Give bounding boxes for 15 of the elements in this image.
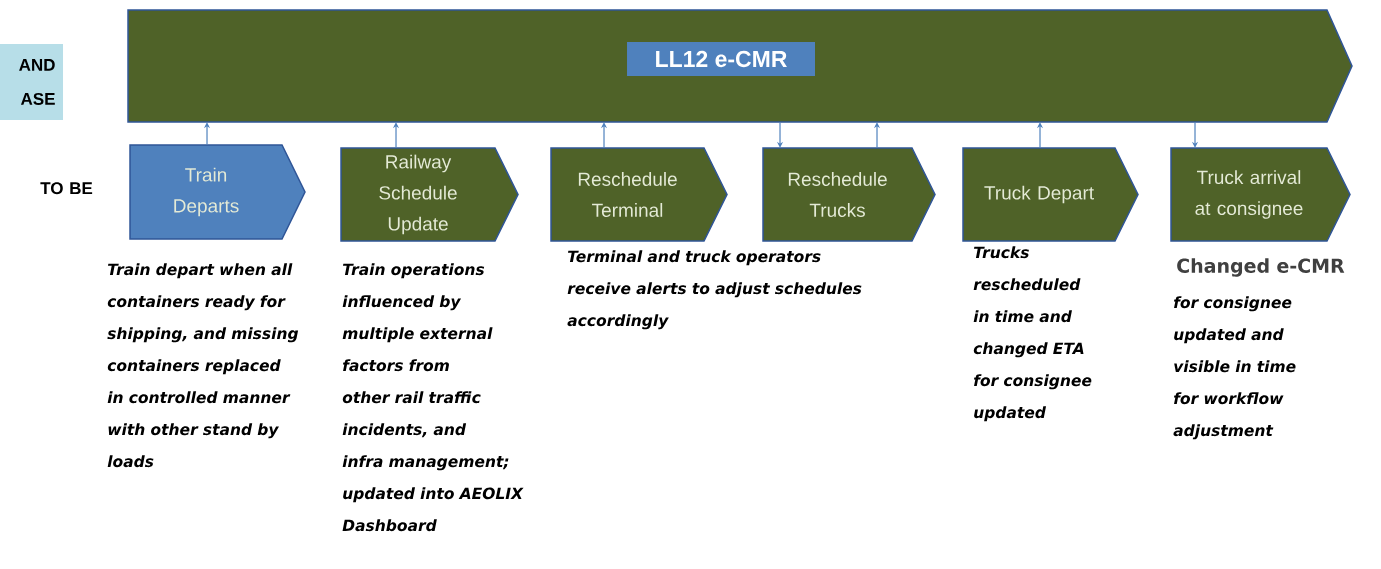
- chevron-box: Truck Depart: [962, 147, 1139, 242]
- description-text: for consignee updated and visible in time for workflow adjustment: [1173, 296, 1296, 440]
- chevron-box: Truck arrival at consignee: [1170, 147, 1351, 242]
- row-label: TO BE: [40, 182, 93, 195]
- chevron-box: Railway Schedule Update: [340, 147, 519, 242]
- chevron-box: Reschedule Trucks: [762, 147, 936, 242]
- description-text: Train depart when all containers ready for shipping, and missing containers replaced in controlled manner with other stand by loads: [107, 263, 299, 468]
- note-heading: Changed e-CMR: [1177, 258, 1345, 277]
- chevron-box: Train Departs: [129, 144, 306, 240]
- description-text: Terminal and truck operators receive alerts to adjust schedules accordingly: [567, 250, 862, 330]
- chevron-box: Reschedule Terminal: [550, 147, 728, 242]
- description-text: Train operations influenced by multiple external factors from other rail traffic incidents, and infra management; updated into AEOLIX Dashboard: [342, 263, 524, 532]
- description-text: Trucks rescheduled in time and changed ETA for consignee updated: [973, 246, 1092, 422]
- label-box: AND ASE: [0, 44, 63, 120]
- title-box: LL12 e-CMR: [627, 42, 815, 76]
